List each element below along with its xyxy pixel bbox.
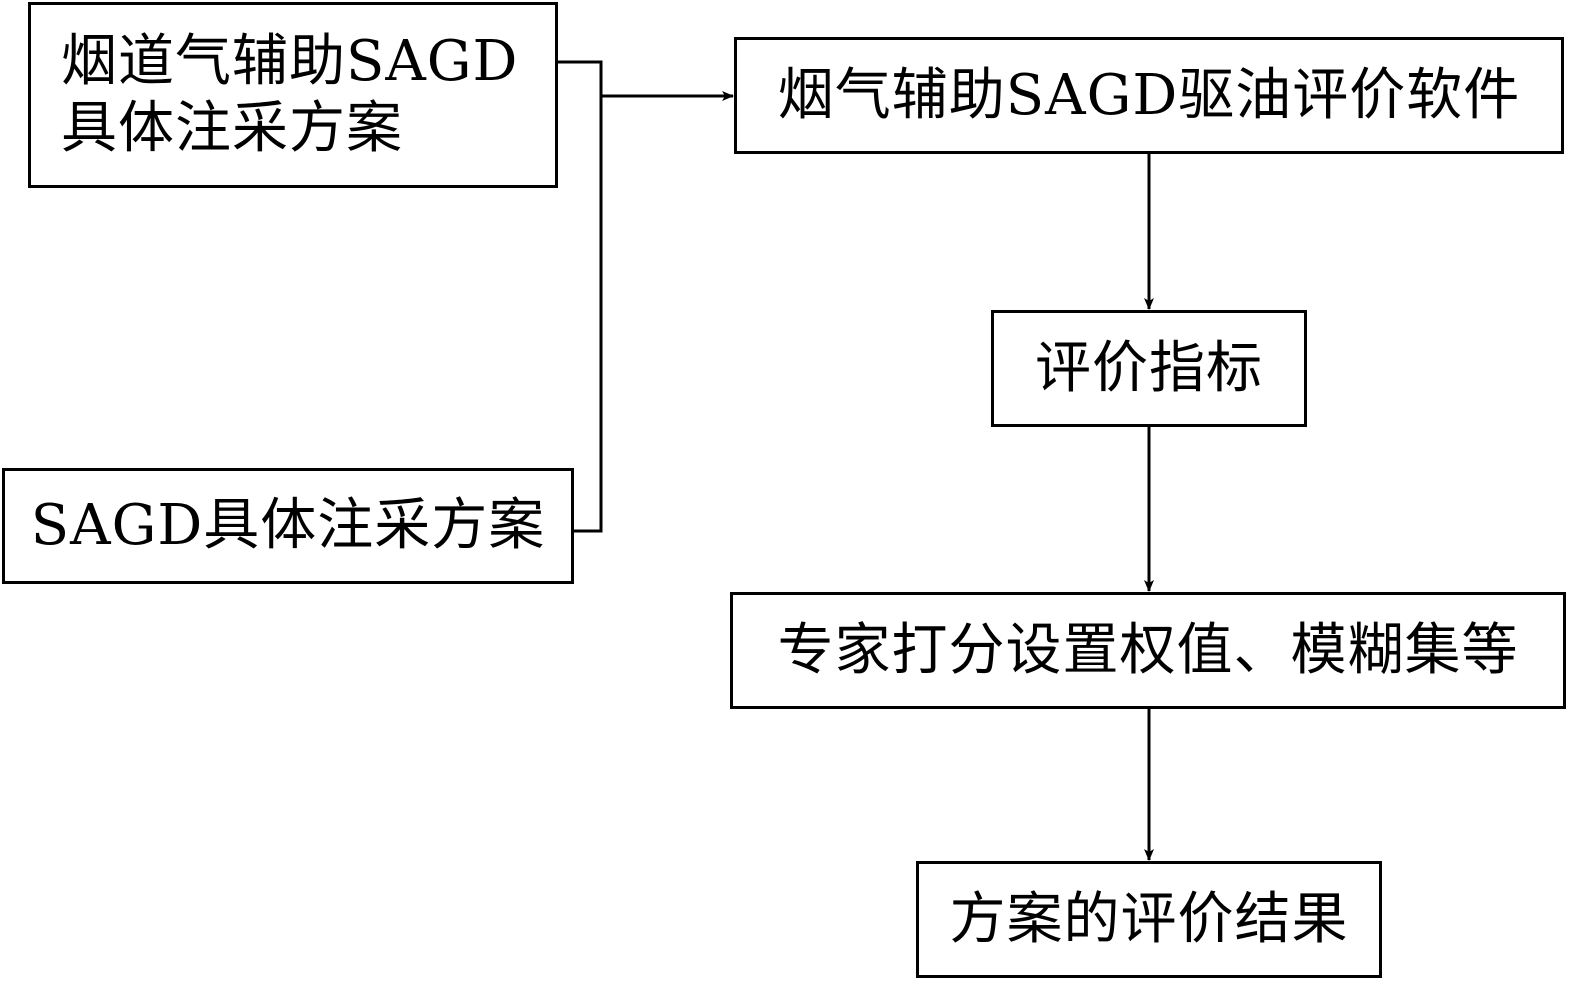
node-evaluation-result: 方案的评价结果 [916,861,1382,978]
node-label: 专家打分设置权值、模糊集等 [777,617,1519,683]
node-evaluation-indicators: 评价指标 [991,310,1307,427]
node-label: 烟道气辅助SAGD具体注采方案 [61,28,519,161]
node-expert-scoring: 专家打分设置权值、模糊集等 [730,592,1566,709]
node-label: 烟气辅助SAGD驱油评价软件 [777,62,1521,128]
node-evaluation-software: 烟气辅助SAGD驱油评价软件 [734,37,1564,154]
node-label: 方案的评价结果 [949,886,1349,952]
connector-n1-bracket [558,60,603,533]
node-flue-gas-sagd-plan: 烟道气辅助SAGD具体注采方案 [28,2,558,188]
node-sagd-plan: SAGD具体注采方案 [2,468,574,584]
node-label: SAGD具体注采方案 [30,493,546,559]
node-label: 评价指标 [1035,335,1263,401]
